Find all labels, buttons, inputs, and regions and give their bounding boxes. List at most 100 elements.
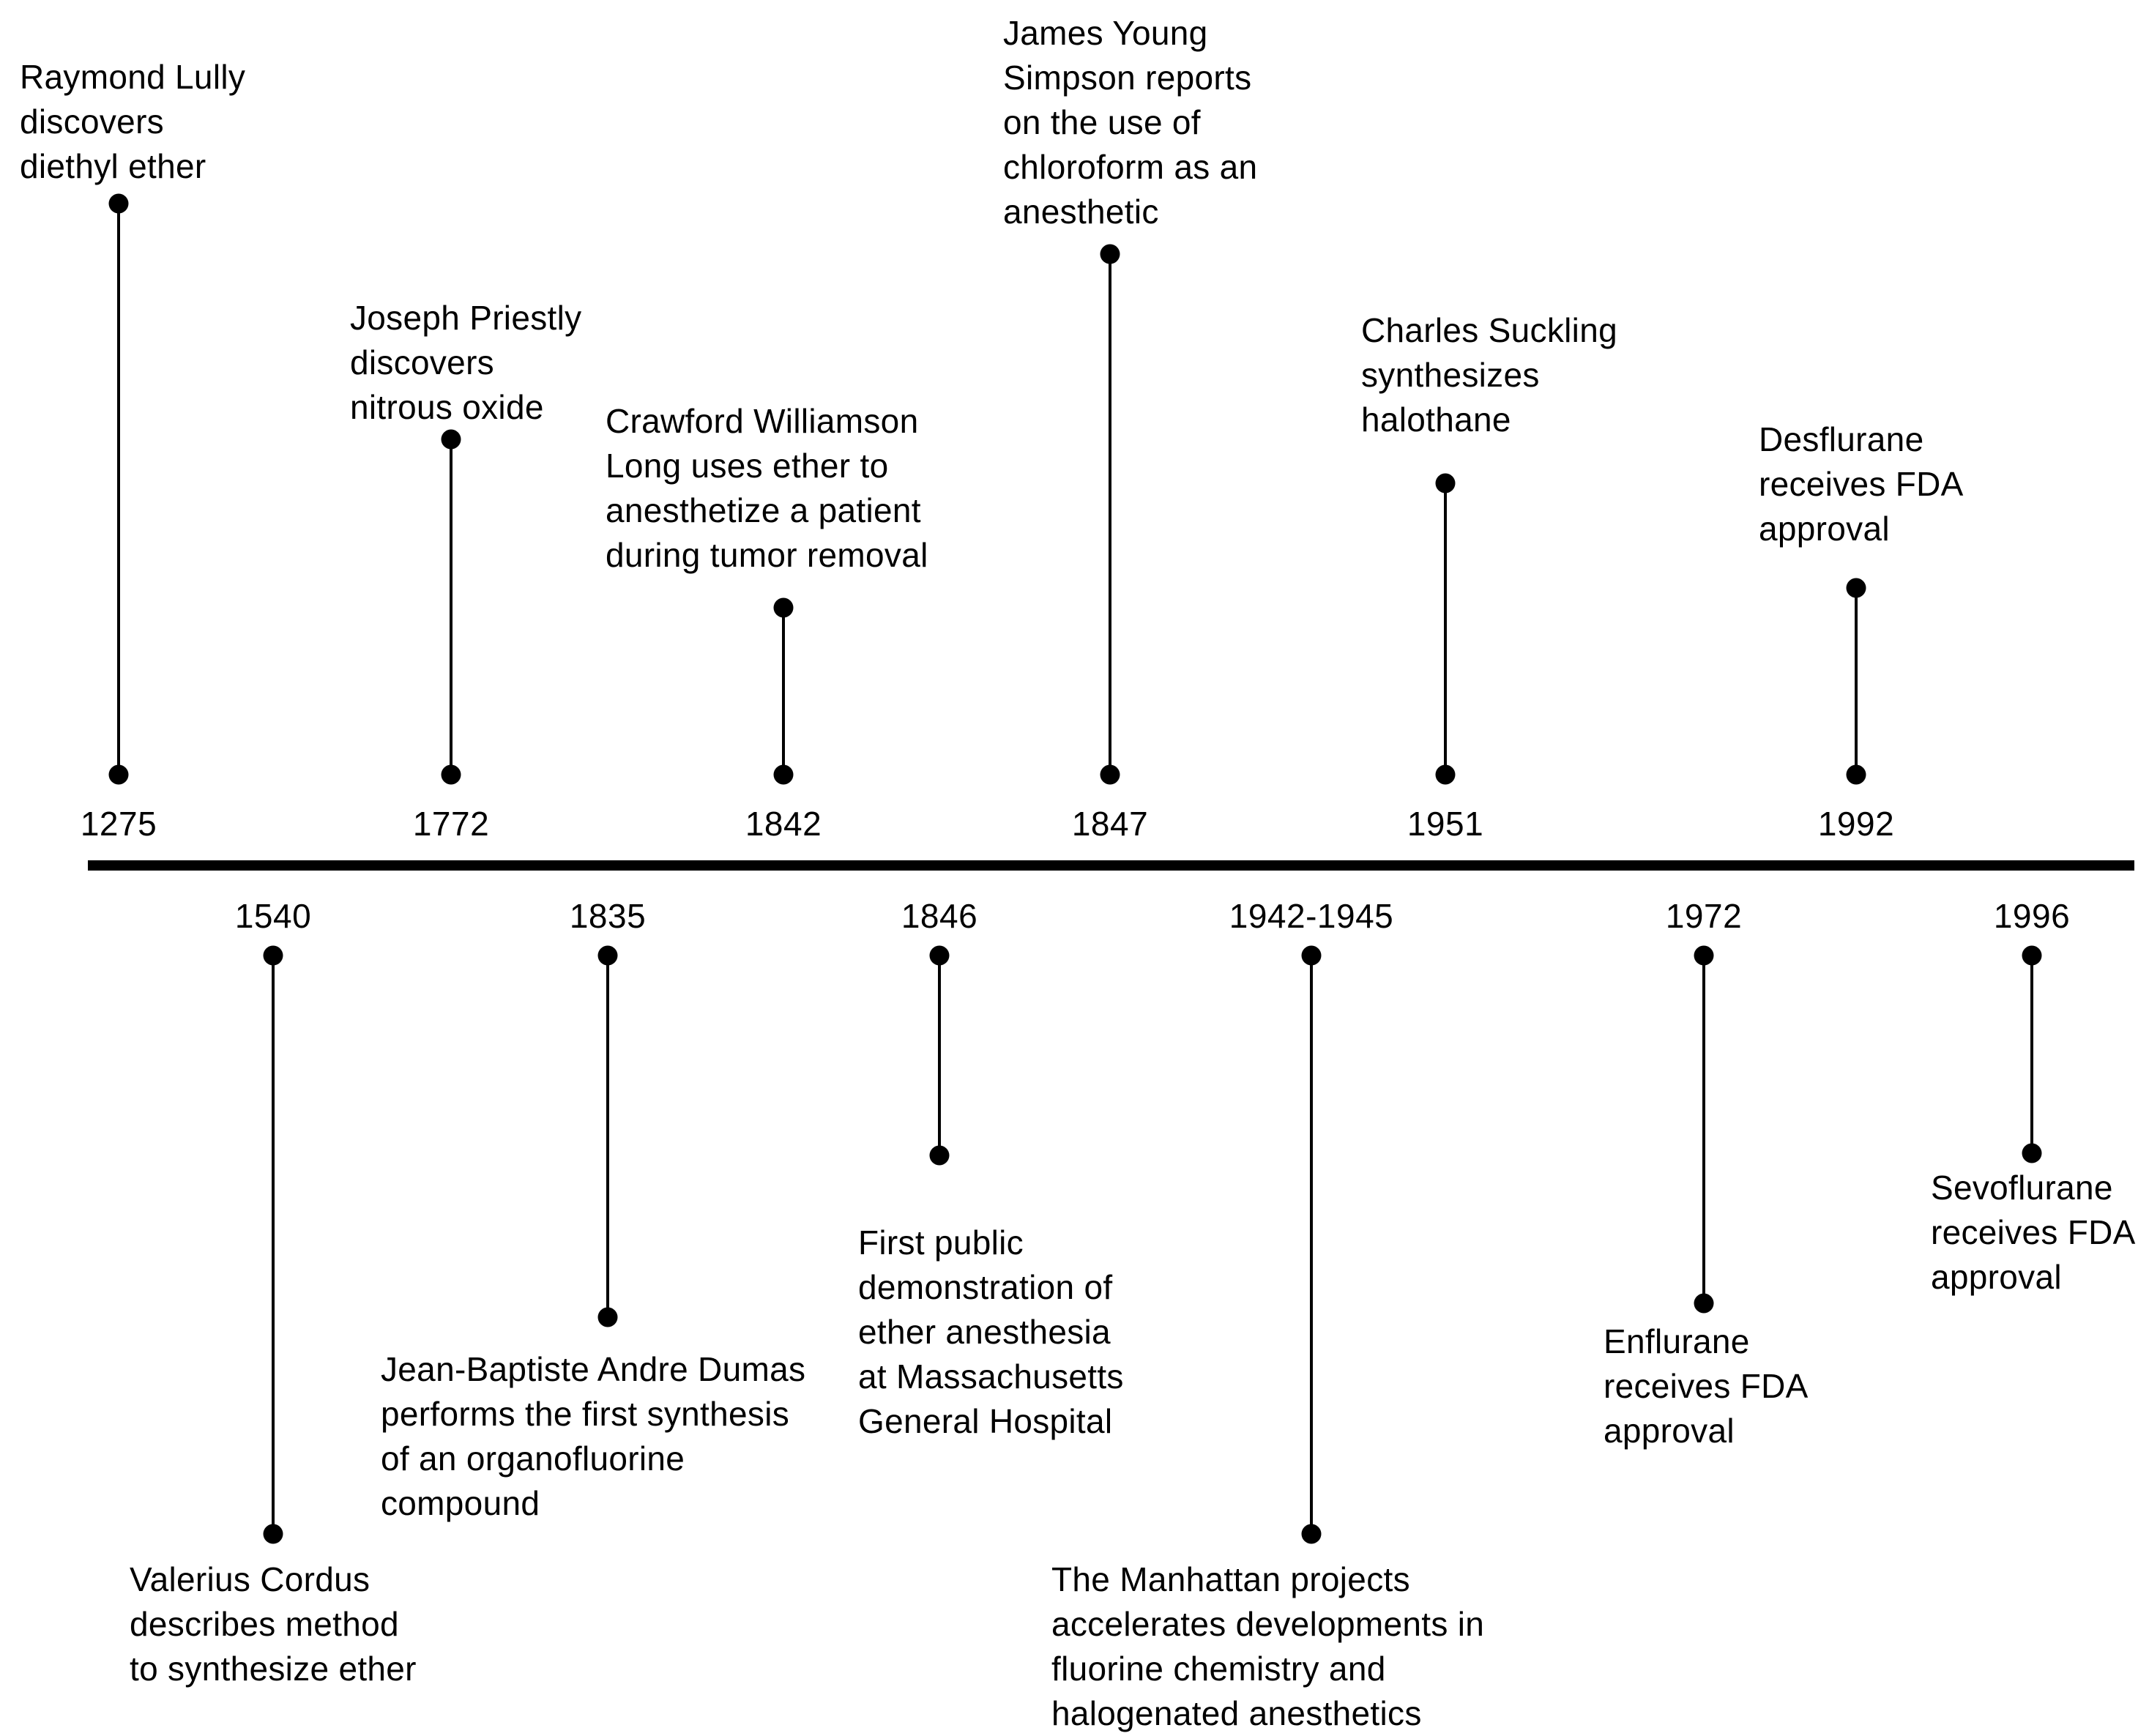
event-dot-text-end bbox=[1301, 1524, 1322, 1544]
event-description-line: Enflurane bbox=[1604, 1322, 1750, 1360]
event-year: 1951 bbox=[1407, 805, 1484, 843]
event-description: Jean-Baptiste Andre Dumas performs the fi… bbox=[381, 1347, 805, 1526]
event-dot-text-end bbox=[108, 193, 129, 214]
event-description-line: of an organofluorine bbox=[381, 1439, 685, 1478]
event-description: Valerius Cordus describes method to synthe… bbox=[130, 1557, 417, 1691]
event-dot-text-end bbox=[773, 597, 794, 618]
event-stem bbox=[1702, 955, 1705, 1303]
event-description: Sevoflurane receives FDA approval bbox=[1931, 1166, 2136, 1300]
event-dot-axis-end bbox=[773, 764, 794, 785]
event-description-line: discovers bbox=[350, 343, 494, 381]
event-year: 1996 bbox=[1993, 897, 2071, 935]
event-description-line: Sevoflurane bbox=[1931, 1169, 2113, 1207]
event-stem bbox=[938, 955, 941, 1155]
event-description-line: halothane bbox=[1361, 401, 1511, 439]
event-description: The Manhattan projects accelerates develo… bbox=[1051, 1557, 1484, 1736]
event-dot-axis-end bbox=[1846, 764, 1866, 785]
event-description: Desflurane receives FDA approval bbox=[1759, 417, 1964, 551]
event-description-line: approval bbox=[1931, 1258, 2062, 1296]
event-description-line: anesthetize a patient bbox=[606, 491, 921, 529]
event-year: 1842 bbox=[745, 805, 822, 843]
event-description-line: receives FDA bbox=[1931, 1213, 2136, 1251]
event-description-line: nitrous oxide bbox=[350, 388, 544, 426]
event-stem bbox=[272, 955, 275, 1534]
event-stem bbox=[450, 439, 452, 775]
event-description-line: on the use of bbox=[1003, 103, 1201, 141]
event-description-line: Desflurane bbox=[1759, 420, 1924, 458]
event-stem bbox=[782, 608, 785, 775]
event-stem bbox=[1310, 955, 1313, 1534]
event-dot-text-end bbox=[263, 1524, 283, 1544]
event-dot-text-end bbox=[597, 1307, 618, 1327]
event-dot-axis-end bbox=[108, 764, 129, 785]
event-description-line: Joseph Priestly bbox=[350, 299, 582, 337]
event-description-line: James Young bbox=[1003, 14, 1208, 52]
event-stem bbox=[1855, 588, 1858, 775]
event-year: 1847 bbox=[1071, 805, 1149, 843]
event-dot-axis-end bbox=[597, 945, 618, 966]
event-description-line: approval bbox=[1759, 510, 1890, 548]
event-description-line: chloroform as an bbox=[1003, 148, 1258, 186]
event-description-line: The Manhattan projects bbox=[1051, 1560, 1410, 1598]
event-description-line: Valerius Cordus bbox=[130, 1560, 370, 1598]
event-stem bbox=[1109, 254, 1111, 775]
event-year: 1992 bbox=[1817, 805, 1895, 843]
event-description-line: Jean-Baptiste Andre Dumas bbox=[381, 1350, 806, 1388]
event-description-line: Crawford Williamson bbox=[606, 402, 919, 440]
event-description-line: Long uses ether to bbox=[606, 447, 889, 485]
event-description-line: demonstration of bbox=[858, 1268, 1113, 1306]
event-description-line: discovers bbox=[20, 103, 164, 141]
event-description-line: fluorine chemistry and bbox=[1051, 1650, 1386, 1688]
event-description-line: ether anesthesia bbox=[858, 1313, 1111, 1351]
event-stem bbox=[606, 955, 609, 1317]
event-dot-axis-end bbox=[1435, 764, 1456, 785]
event-year: 1275 bbox=[80, 805, 157, 843]
event-dot-text-end bbox=[441, 429, 461, 450]
event-dot-text-end bbox=[2022, 1143, 2042, 1163]
event-dot-text-end bbox=[929, 1145, 950, 1166]
event-year: 1846 bbox=[901, 897, 978, 935]
event-dot-axis-end bbox=[2022, 945, 2042, 966]
event-description-line: performs the first synthesis bbox=[381, 1395, 790, 1433]
event-dot-axis-end bbox=[1694, 945, 1714, 966]
event-dot-axis-end bbox=[1100, 764, 1120, 785]
event-dot-axis-end bbox=[1301, 945, 1322, 966]
timeline-axis-line bbox=[88, 860, 2134, 871]
event-description-line: approval bbox=[1604, 1412, 1735, 1450]
event-description-line: halogenated anesthetics bbox=[1051, 1694, 1422, 1732]
event-description-line: Raymond Lully bbox=[20, 58, 246, 96]
event-year: 1942-1945 bbox=[1229, 897, 1394, 935]
event-dot-text-end bbox=[1435, 473, 1456, 493]
event-description-line: during tumor removal bbox=[606, 536, 928, 574]
event-description-line: to synthesize ether bbox=[130, 1650, 417, 1688]
event-description: Charles Suckling synthesizes halothane bbox=[1361, 308, 1617, 442]
event-year: 1540 bbox=[234, 897, 312, 935]
event-stem bbox=[2030, 955, 2033, 1153]
event-description: Enflurane receives FDA approval bbox=[1604, 1319, 1809, 1453]
event-stem bbox=[1444, 483, 1447, 775]
event-description-line: diethyl ether bbox=[20, 147, 206, 185]
event-dot-axis-end bbox=[263, 945, 283, 966]
event-dot-text-end bbox=[1846, 578, 1866, 598]
event-year: 1835 bbox=[569, 897, 647, 935]
event-dot-text-end bbox=[1100, 244, 1120, 264]
event-description: Joseph Priestly discovers nitrous oxide bbox=[350, 296, 581, 430]
event-description: Raymond Lully discovers diethyl ether bbox=[20, 55, 245, 189]
event-dot-axis-end bbox=[929, 945, 950, 966]
event-description-line: receives FDA bbox=[1759, 465, 1964, 503]
event-description-line: synthesizes bbox=[1361, 356, 1540, 394]
event-description: First public demonstration of ether anesth… bbox=[858, 1221, 1124, 1444]
event-description-line: anesthetic bbox=[1003, 193, 1159, 231]
event-description-line: accelerates developments in bbox=[1051, 1605, 1485, 1643]
event-dot-axis-end bbox=[441, 764, 461, 785]
event-description-line: describes method bbox=[130, 1605, 399, 1643]
event-description-line: Charles Suckling bbox=[1361, 311, 1617, 349]
event-description-line: First public bbox=[858, 1223, 1024, 1262]
event-description-line: receives FDA bbox=[1604, 1367, 1809, 1405]
event-year: 1772 bbox=[412, 805, 490, 843]
event-stem bbox=[117, 204, 120, 775]
event-description-line: compound bbox=[381, 1484, 540, 1522]
